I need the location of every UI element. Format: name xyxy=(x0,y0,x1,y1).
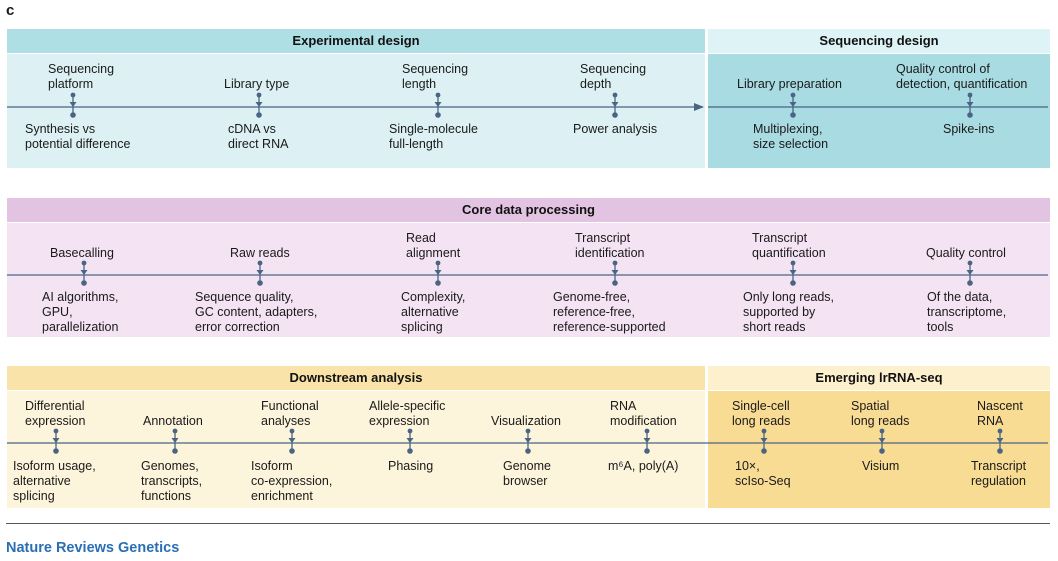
step-quality-control: Quality control xyxy=(926,246,1006,260)
timeline-stop-marker xyxy=(966,92,974,118)
step-library-preparation: Library preparation xyxy=(737,77,842,91)
timeline-stop-marker xyxy=(171,428,179,454)
detail-genomes: Genomes,transcripts,functions xyxy=(141,459,203,503)
core-data-processing-header: Core data processing xyxy=(7,198,1050,222)
detail-sequence-quality: Sequence quality,GC content, adapters,er… xyxy=(195,290,318,334)
timeline-stop-marker xyxy=(69,92,77,118)
detail-power-analysis: Power analysis xyxy=(573,122,658,136)
timeline-stop-marker xyxy=(611,260,619,286)
detail-genome-free: Genome-free,reference-free,reference-sup… xyxy=(553,290,666,334)
timeline-stop-marker xyxy=(255,92,263,118)
detail-phasing: Phasing xyxy=(388,459,434,473)
timeline-stop-marker xyxy=(52,428,60,454)
step-visualization: Visualization xyxy=(491,414,561,428)
step-basecalling: Basecalling xyxy=(50,246,114,260)
timeline-stop-marker xyxy=(878,428,886,454)
detail-of-the-data: Of the data,transcriptome,tools xyxy=(927,290,1007,334)
sequencing-design-body xyxy=(708,54,1050,168)
footer-divider xyxy=(6,523,1050,524)
step-raw-reads: Raw reads xyxy=(230,246,290,260)
detail-10x-sciso-seq: 10×,scIso-Seq xyxy=(735,459,791,488)
detail-spike-ins: Spike-ins xyxy=(943,122,995,136)
experimental-design-header: Experimental design xyxy=(7,29,705,53)
detail-multiplexing: Multiplexing,size selection xyxy=(753,122,829,151)
timeline-stop-marker xyxy=(80,260,88,286)
panel-label: c xyxy=(6,2,15,19)
timeline-stop-marker xyxy=(789,92,797,118)
experimental-design-body xyxy=(7,54,705,168)
downstream-analysis-body xyxy=(7,391,705,508)
timeline-stop-marker xyxy=(611,92,619,118)
detail-m6a-polya: m⁶A, poly(A) xyxy=(608,459,679,473)
timeline-stop-marker xyxy=(256,260,264,286)
sequencing-design-header: Sequencing design xyxy=(708,29,1050,53)
timeline-stop-marker xyxy=(434,260,442,286)
detail-visium: Visium xyxy=(862,459,900,473)
step-annotation: Annotation xyxy=(143,414,203,428)
timeline-stop-marker xyxy=(288,428,296,454)
emerging-lrrna-seq-header: Emerging lrRNA-seq xyxy=(708,366,1050,390)
timeline-stop-marker xyxy=(406,428,414,454)
timeline-stop-marker xyxy=(760,428,768,454)
core-data-processing-body xyxy=(7,223,1050,337)
journal-name: Nature Reviews Genetics xyxy=(6,540,180,556)
timeline-stop-marker xyxy=(643,428,651,454)
timeline-stop-marker xyxy=(434,92,442,118)
downstream-analysis-header: Downstream analysis xyxy=(7,366,705,390)
timeline-stop-marker xyxy=(996,428,1004,454)
timeline-stop-marker xyxy=(789,260,797,286)
step-library-type: Library type xyxy=(224,77,290,91)
timeline-stop-marker xyxy=(966,260,974,286)
detail-ai-algorithms: AI algorithms,GPU,parallelization xyxy=(42,290,119,334)
timeline-stop-marker xyxy=(524,428,532,454)
